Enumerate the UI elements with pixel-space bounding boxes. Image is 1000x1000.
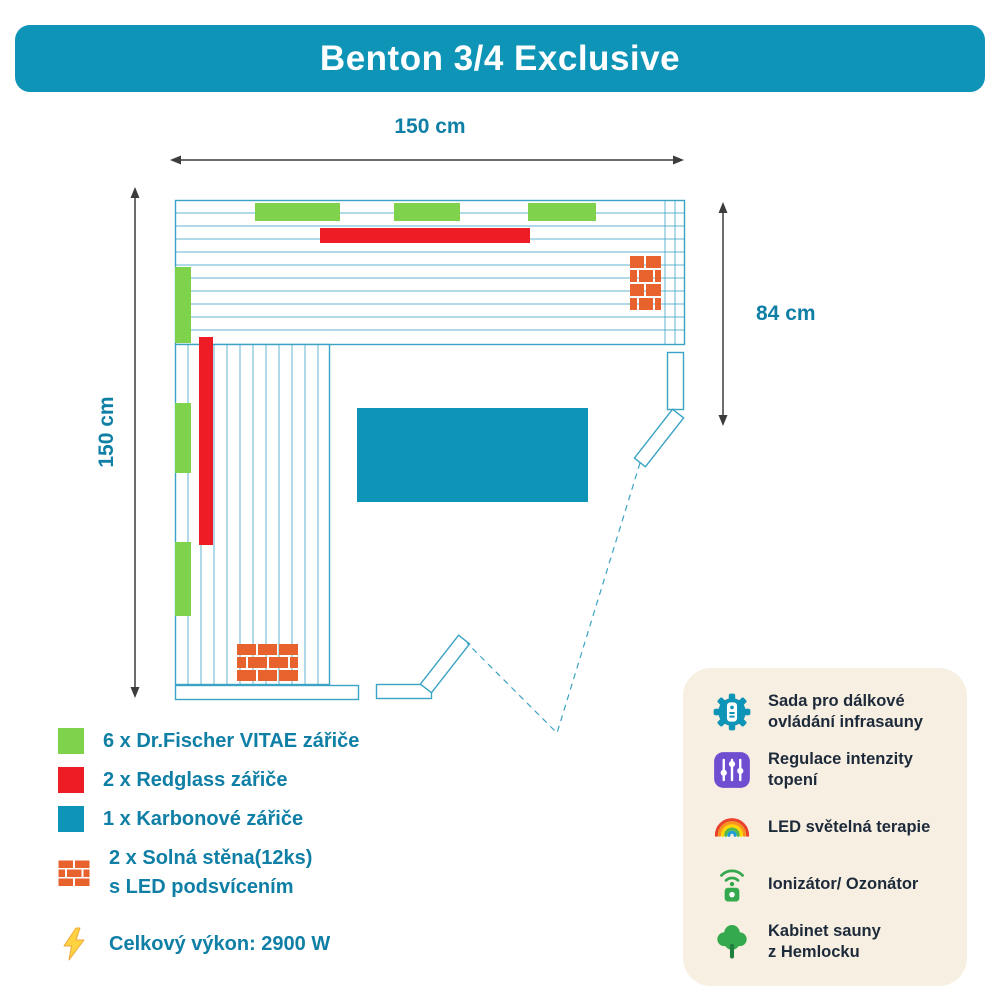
salt-brick-icon (58, 860, 90, 887)
legend-label: 2 x Solná stěna(12ks) (109, 847, 313, 869)
teal-swatch (58, 806, 84, 832)
feature-label-line2: ovládání infrasauny (768, 713, 923, 731)
legend-label: 1 x Karbonové zářiče (103, 807, 304, 830)
feature-remote-control: Sada pro dálkové ovládání infrasauny (709, 690, 953, 734)
dimension-depth-right: 84 cm (756, 302, 816, 325)
feature-label-line2: z Hemlocku (768, 943, 860, 961)
legend-item-salt-wall: 2 x Solná stěna(12ks) s LED podsvícením (58, 844, 359, 902)
salt-wall-top (630, 256, 661, 310)
legend-item-vitae: 6 x Dr.Fischer VITAE zářiče (58, 727, 359, 755)
legend-label: 2 x Redglass zářiče (103, 768, 288, 791)
carbon-heater (357, 408, 588, 502)
vitae-heaters (175, 203, 596, 616)
legend-label-line2: s LED podsvícením (109, 876, 294, 898)
legend-label: Celkový výkon: 2900 W (109, 932, 331, 955)
dimension-arrows (130, 155, 728, 698)
legend-item-power: Celkový výkon: 2900 W (58, 927, 359, 961)
feature-ionizer: Ionizátor/ Ozonátor (709, 863, 953, 907)
redglass-heaters (199, 228, 530, 545)
dimension-depth-left: 150 cm (95, 396, 118, 468)
legend: 6 x Dr.Fischer VITAE zářiče 2 x Redglass… (58, 727, 359, 961)
door-panel-left (419, 634, 471, 694)
feature-label: LED světelná terapie (768, 817, 931, 836)
green-swatch (58, 728, 84, 754)
legend-label: 6 x Dr.Fischer VITAE zářiče (103, 729, 360, 752)
dimension-width-top: 150 cm (394, 115, 466, 138)
legend-item-carbon: 1 x Karbonové zářiče (58, 805, 359, 833)
door-swing-lines (466, 462, 641, 735)
feature-hemlock-cabin: Kabinet sauny z Hemlocku (709, 920, 953, 964)
feature-label: Sada pro dálkové (768, 692, 905, 711)
salt-wall-bottom (237, 644, 298, 681)
feature-led-therapy: LED světelná terapie (709, 805, 953, 849)
tree-icon (709, 920, 755, 964)
rainbow-icon (709, 805, 755, 849)
lightning-icon (58, 927, 90, 961)
door-jamb (666, 351, 685, 411)
page-title: Benton 3/4 Exclusive (319, 38, 681, 78)
intensity-sliders-icon (709, 748, 755, 792)
feature-intensity-regulation: Regulace intenzity topení (709, 748, 953, 792)
feature-label: Ionizátor/ Ozonátor (768, 875, 919, 894)
features-panel: Sada pro dálkové ovládání infrasauny (683, 668, 967, 986)
door (419, 408, 685, 735)
feature-label-line2: topení (768, 770, 818, 789)
ionizer-icon (709, 863, 755, 907)
feature-label: Kabinet sauny (768, 922, 881, 941)
red-swatch (58, 767, 84, 793)
feature-label: Regulace intenzity (768, 749, 913, 768)
remote-control-icon (709, 690, 755, 734)
legend-item-redglass: 2 x Redglass zářiče (58, 766, 359, 794)
door-panel-right (633, 408, 685, 468)
title-banner: Benton 3/4 Exclusive (15, 25, 985, 92)
